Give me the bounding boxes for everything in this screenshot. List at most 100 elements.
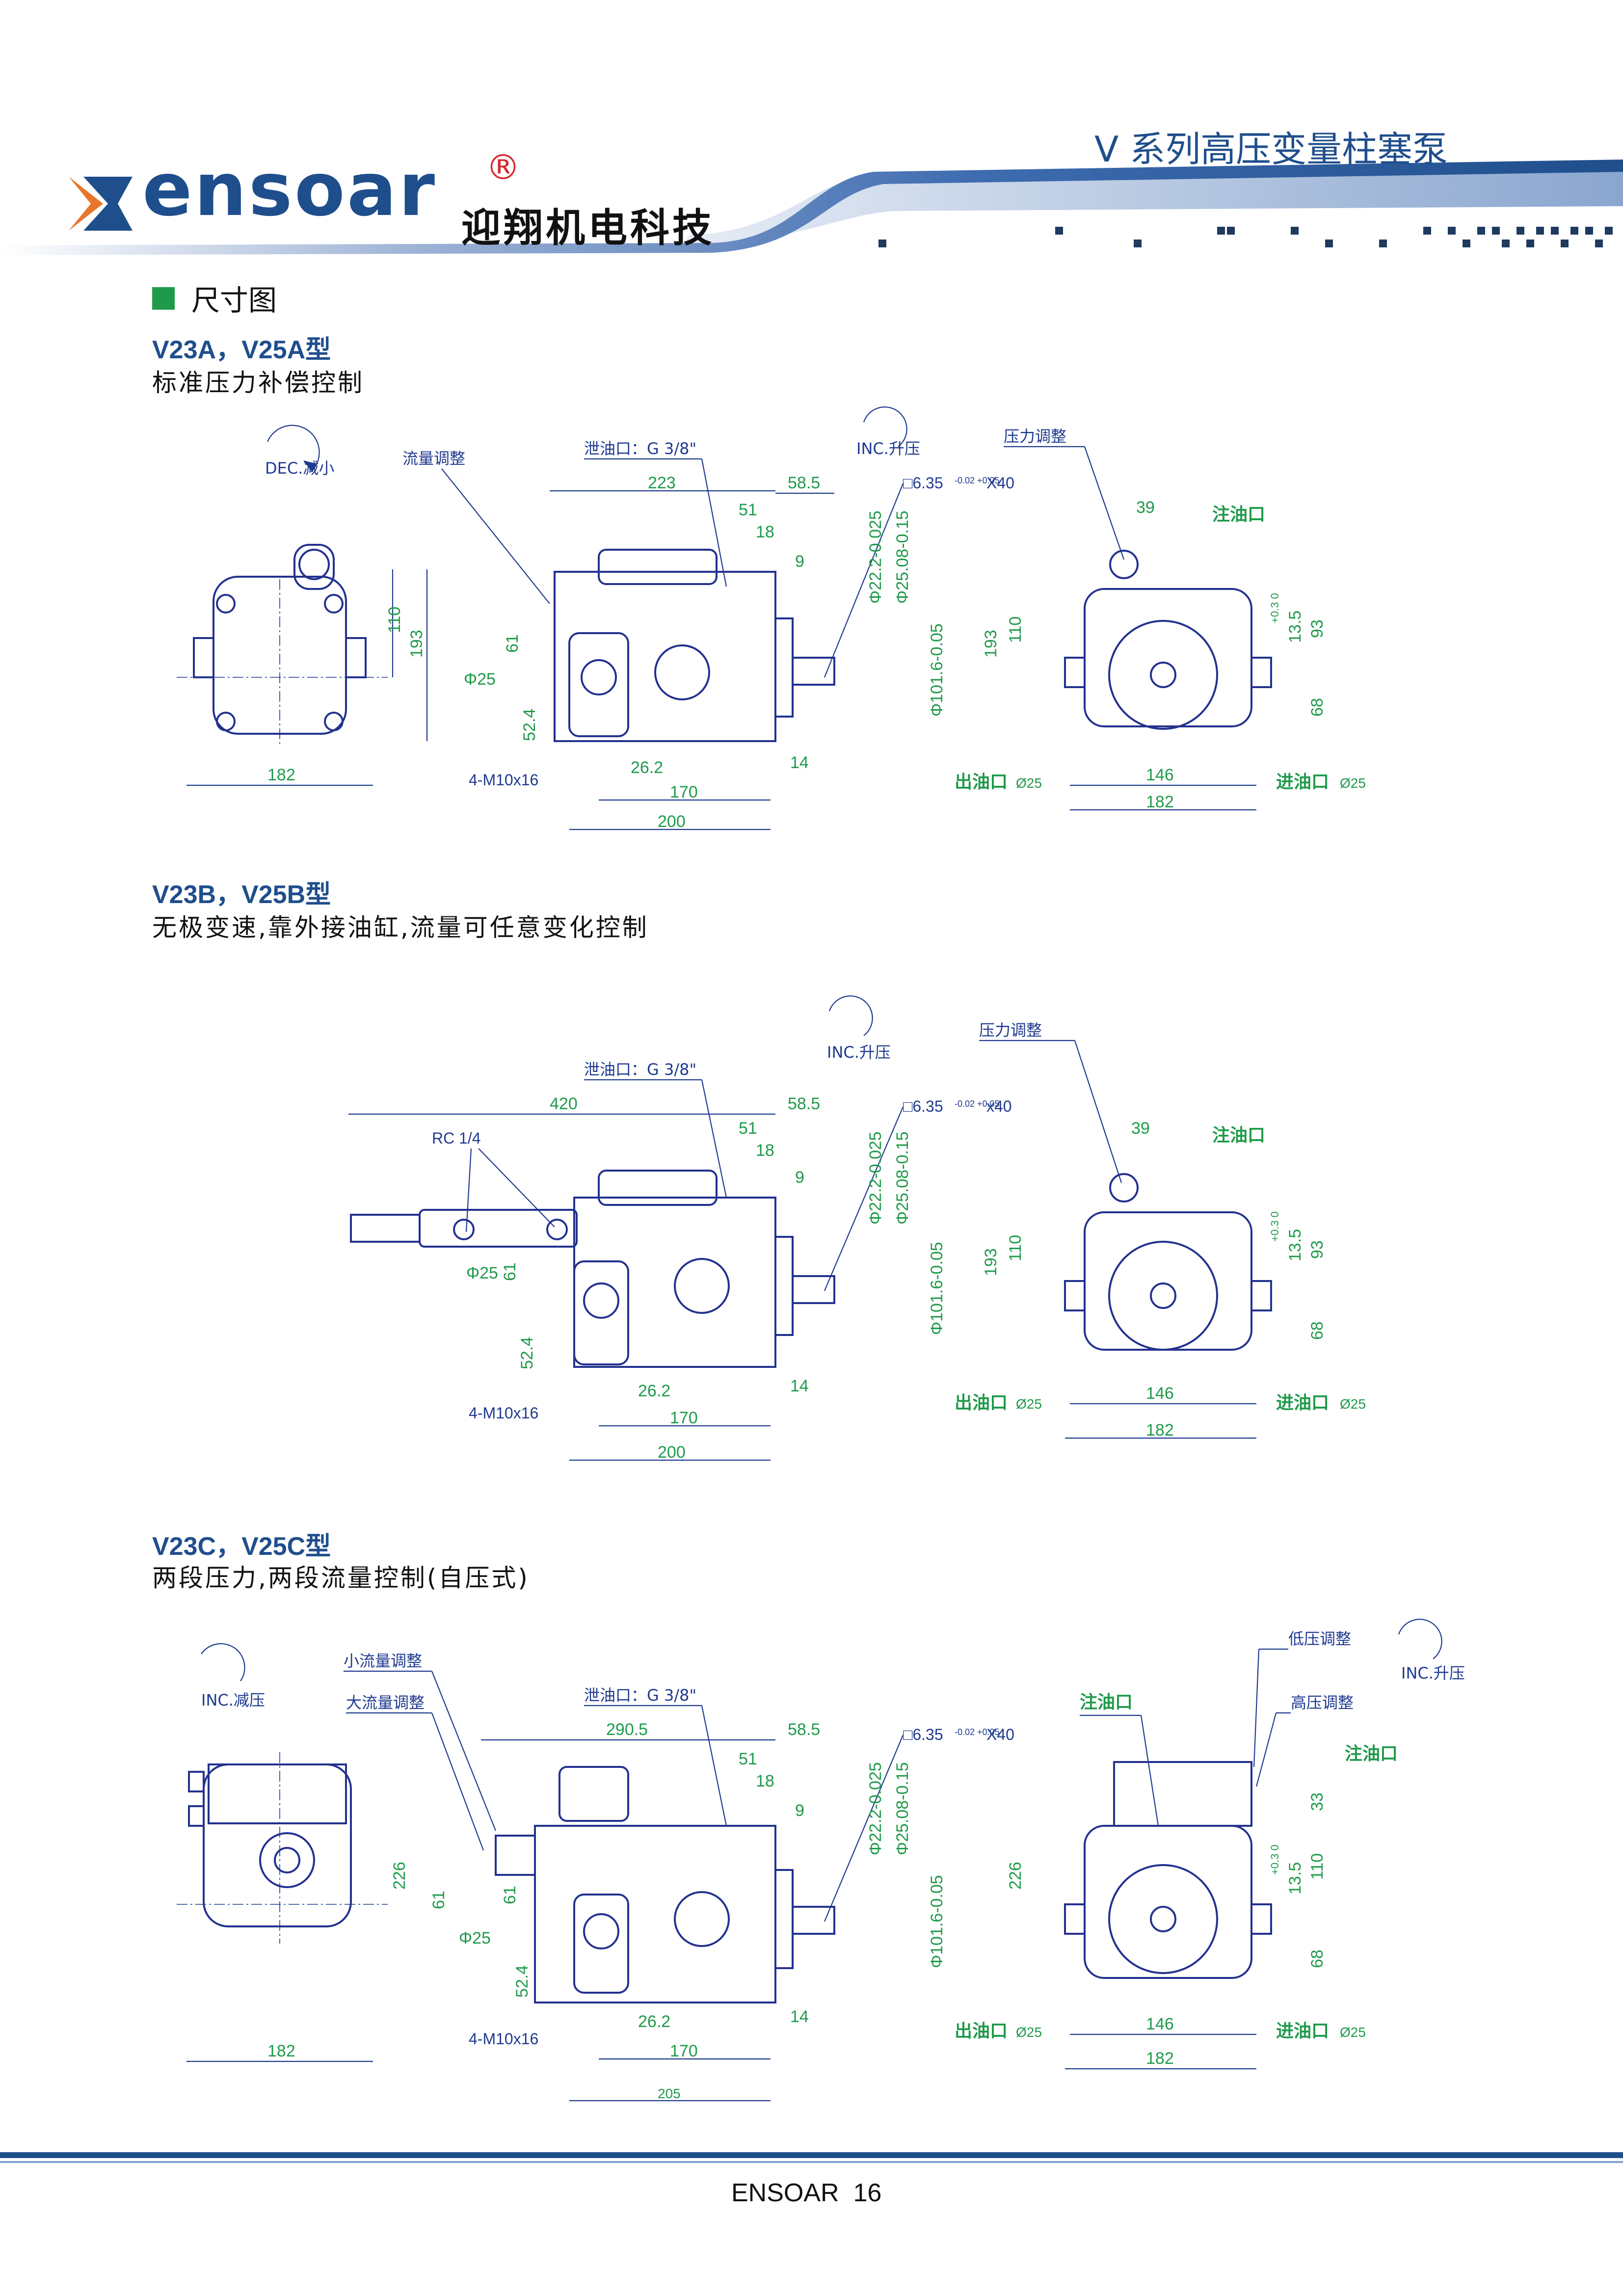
c-14: 14	[790, 2007, 809, 2026]
c-left-226: 226	[390, 1862, 409, 1890]
c-left-182: 182	[267, 2042, 295, 2060]
c-tol: +0.3 0	[1269, 1844, 1281, 1875]
b-52-4: 52.4	[518, 1337, 536, 1369]
b-110: 110	[1006, 1235, 1025, 1261]
a-r-110: 110	[1006, 616, 1025, 643]
registered-mark: ®	[486, 147, 520, 187]
c-m10: 4-M10x16	[469, 2030, 538, 2048]
a-left-193: 193	[407, 630, 426, 658]
b-182: 182	[1146, 1421, 1174, 1440]
a-d22: Φ22.2-0.025	[866, 510, 885, 604]
c-outlet-phi: Ø25	[1016, 2025, 1042, 2040]
b-fill: 注油口	[1212, 1125, 1265, 1146]
a-m10: 4-M10x16	[469, 771, 538, 789]
a-223: 223	[648, 474, 676, 492]
a-14: 14	[790, 753, 809, 772]
a-inlet: 进油口	[1276, 772, 1329, 792]
c-high-p: 高压调整	[1291, 1693, 1354, 1712]
b-tol: +0.3 0	[1269, 1211, 1281, 1242]
b-rc: RC 1/4	[432, 1129, 481, 1147]
a-r-193: 193	[982, 630, 1000, 658]
b-inlet: 进油口	[1276, 1393, 1329, 1413]
company-name: 迎翔机电科技	[461, 205, 715, 251]
c-key-len: X40	[986, 1726, 1014, 1743]
c-outlet: 出油口	[955, 2021, 1008, 2041]
c-key-tol: -0.02 +0.05	[955, 1727, 1000, 1737]
a-inlet-phi: Ø25	[1340, 775, 1366, 791]
a-key-len: X40	[986, 474, 1014, 492]
drawing-c-side-view: 小流量调整 大流量调整 泄油口：G 3/8" 290.5 58.5 51 18 …	[344, 1652, 1014, 2102]
footer-rule	[0, 2152, 1623, 2158]
c-58-5: 58.5	[788, 1720, 820, 1739]
drawing-b-right-view: 压力调整 注油口 39 110 193 +0.3 0 13.5 93 68 14…	[955, 1021, 1366, 1440]
b-d25: Φ25.08-0.15	[893, 1131, 912, 1225]
model-c-desc: 两段压力,两段流量控制(自压式)	[152, 1564, 530, 1592]
b-170: 170	[670, 1409, 698, 1427]
a-left-110: 110	[385, 607, 404, 633]
b-51: 51	[739, 1119, 757, 1138]
b-58-5: 58.5	[788, 1095, 820, 1113]
c-13-5: 13.5	[1286, 1862, 1304, 1895]
b-420: 420	[550, 1095, 578, 1113]
model-a-desc: 标准压力补偿控制	[152, 369, 364, 397]
c-low-p: 低压调整	[1288, 1629, 1351, 1648]
c-big-flow: 大流量调整	[346, 1693, 425, 1712]
b-193: 193	[982, 1248, 1000, 1276]
model-b-name: V23B，V25B型	[152, 881, 331, 909]
a-51: 51	[739, 501, 757, 519]
c-d22: Φ22.2-0.025	[866, 1762, 885, 1855]
c-182: 182	[1146, 2049, 1174, 2068]
c-inlet-phi: Ø25	[1340, 2025, 1366, 2040]
a-61: 61	[503, 634, 522, 653]
model-c-name: V23C，V25C型	[152, 1532, 331, 1561]
section-title: 尺寸图	[191, 284, 277, 317]
drawing-a-right-view: 压力调整 注油口 39 110 193 +0.3 0 13.5 93 68 14…	[955, 427, 1366, 811]
c-51: 51	[739, 1750, 757, 1768]
c-170: 170	[670, 2042, 698, 2060]
a-outlet-phi: Ø25	[1016, 775, 1042, 791]
model-a-name: V23A，V25A型	[152, 336, 331, 364]
b-146: 146	[1146, 1384, 1174, 1403]
b-drain: 泄油口：G 3/8"	[584, 1060, 696, 1079]
b-press-adj: 压力调整	[979, 1021, 1042, 1040]
b-93: 93	[1308, 1240, 1327, 1259]
footer-rule-thin	[0, 2161, 1623, 2163]
section-bullet-icon	[152, 287, 175, 310]
c-fill: 注油口	[1080, 1692, 1133, 1712]
a-press-adj: 压力调整	[1004, 427, 1066, 446]
a-r-182: 182	[1146, 793, 1174, 811]
a-left-182: 182	[267, 766, 295, 784]
drawing-a-side-view: 流量调整 泄油口：G 3/8" INC.升压 223 58.5 51 18 9 …	[402, 406, 1014, 831]
a-fill: 注油口	[1212, 505, 1265, 525]
series-title: V 系列高压变量柱塞泵	[1094, 129, 1448, 170]
b-61: 61	[501, 1262, 519, 1281]
logo-mark-icon	[69, 177, 133, 231]
b-13-5: 13.5	[1286, 1229, 1304, 1261]
c-205: 205	[658, 2086, 681, 2101]
c-9: 9	[795, 1801, 804, 1820]
b-14: 14	[790, 1377, 809, 1395]
a-d25: Φ25.08-0.15	[893, 510, 912, 604]
a-phi25: Φ25	[464, 670, 496, 689]
a-d101: Φ101.6-0.05	[928, 623, 946, 717]
a-68: 68	[1308, 698, 1327, 717]
c-inc: INC.升压	[1401, 1664, 1465, 1682]
a-13-5: 13.5	[1286, 611, 1304, 643]
a-dec-label: DEC.减小	[265, 459, 334, 478]
a-key: □6.35	[903, 474, 943, 492]
c-fill2: 注油口	[1345, 1744, 1398, 1764]
a-key-tol: -0.02 +0.05	[955, 476, 1000, 485]
b-200: 200	[658, 1443, 686, 1462]
a-9: 9	[795, 552, 804, 571]
b-18: 18	[756, 1141, 774, 1160]
c-33: 33	[1308, 1792, 1327, 1811]
b-inc: INC.升压	[827, 1043, 891, 1062]
model-b-desc: 无极变速,靠外接油缸,流量可任意变化控制	[152, 913, 649, 942]
a-93: 93	[1308, 619, 1327, 638]
c-inlet: 进油口	[1276, 2021, 1329, 2041]
a-58-5: 58.5	[788, 474, 820, 492]
c-phi25: Φ25	[459, 1929, 491, 1948]
